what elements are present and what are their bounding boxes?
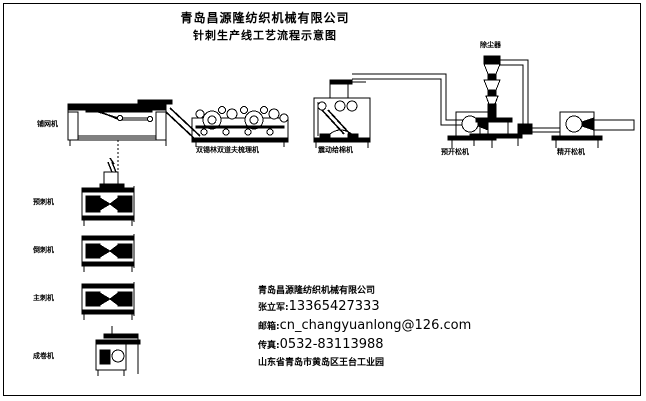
machine-pre-needle-drawing (81, 157, 135, 226)
machine-fine-opener-drawing (532, 111, 635, 148)
contact-email-label: 邮箱: (258, 322, 280, 332)
contact-fax-row: 传真:0532-83113988 (258, 336, 471, 355)
contact-block: 青岛昌源隆纺织机械有限公司 张立军:13365427333 邮箱:cn_chan… (258, 284, 471, 370)
label-reverse-needle: 倒刺机 (33, 246, 54, 254)
label-carding: 双锡林双道夫梳理机 (196, 146, 259, 154)
page-border (3, 3, 641, 396)
contact-fax-value: 0532-83113988 (279, 337, 384, 352)
label-dust-collector: 除尘器 (480, 41, 501, 49)
label-winder: 成卷机 (33, 352, 54, 360)
machine-winder-drawing (95, 326, 141, 376)
label-fine-opener: 精开松机 (557, 148, 585, 156)
contact-phone-value: 13365427333 (288, 299, 380, 314)
machine-vibrating-feeder-drawing (313, 79, 371, 148)
label-pre-opener: 预开松机 (441, 148, 469, 156)
contact-person-label: 张立军: (258, 303, 289, 313)
machine-reverse-needle-drawing (81, 234, 135, 272)
contact-fax-label: 传真: (258, 341, 280, 351)
label-main-needle: 主刺机 (33, 294, 54, 302)
machine-lapper-drawing (67, 99, 201, 170)
machine-main-needle-drawing (81, 282, 135, 320)
machine-carding-drawing (191, 106, 289, 147)
page-subtitle: 针刺生产线工艺流程示意图 (193, 29, 337, 42)
contact-person-row: 张立军:13365427333 (258, 298, 471, 317)
contact-email-value: cn_changyuanlong@126.com (279, 318, 472, 333)
contact-email-row: 邮箱:cn_changyuanlong@126.com (258, 317, 471, 336)
title-block: 青岛昌源隆纺织机械有限公司 针刺生产线工艺流程示意图 (150, 10, 380, 44)
contact-company: 青岛昌源隆纺织机械有限公司 (258, 286, 376, 296)
label-pre-needle: 预刺机 (33, 198, 54, 206)
machine-dust-collector-drawing (469, 55, 533, 146)
label-vibrating-feed: 震动给棉机 (318, 146, 353, 154)
contact-address: 山东省青岛市黄岛区王台工业园 (258, 358, 385, 368)
label-lapper: 铺网机 (37, 120, 58, 128)
page-title: 青岛昌源隆纺织机械有限公司 (180, 11, 350, 25)
